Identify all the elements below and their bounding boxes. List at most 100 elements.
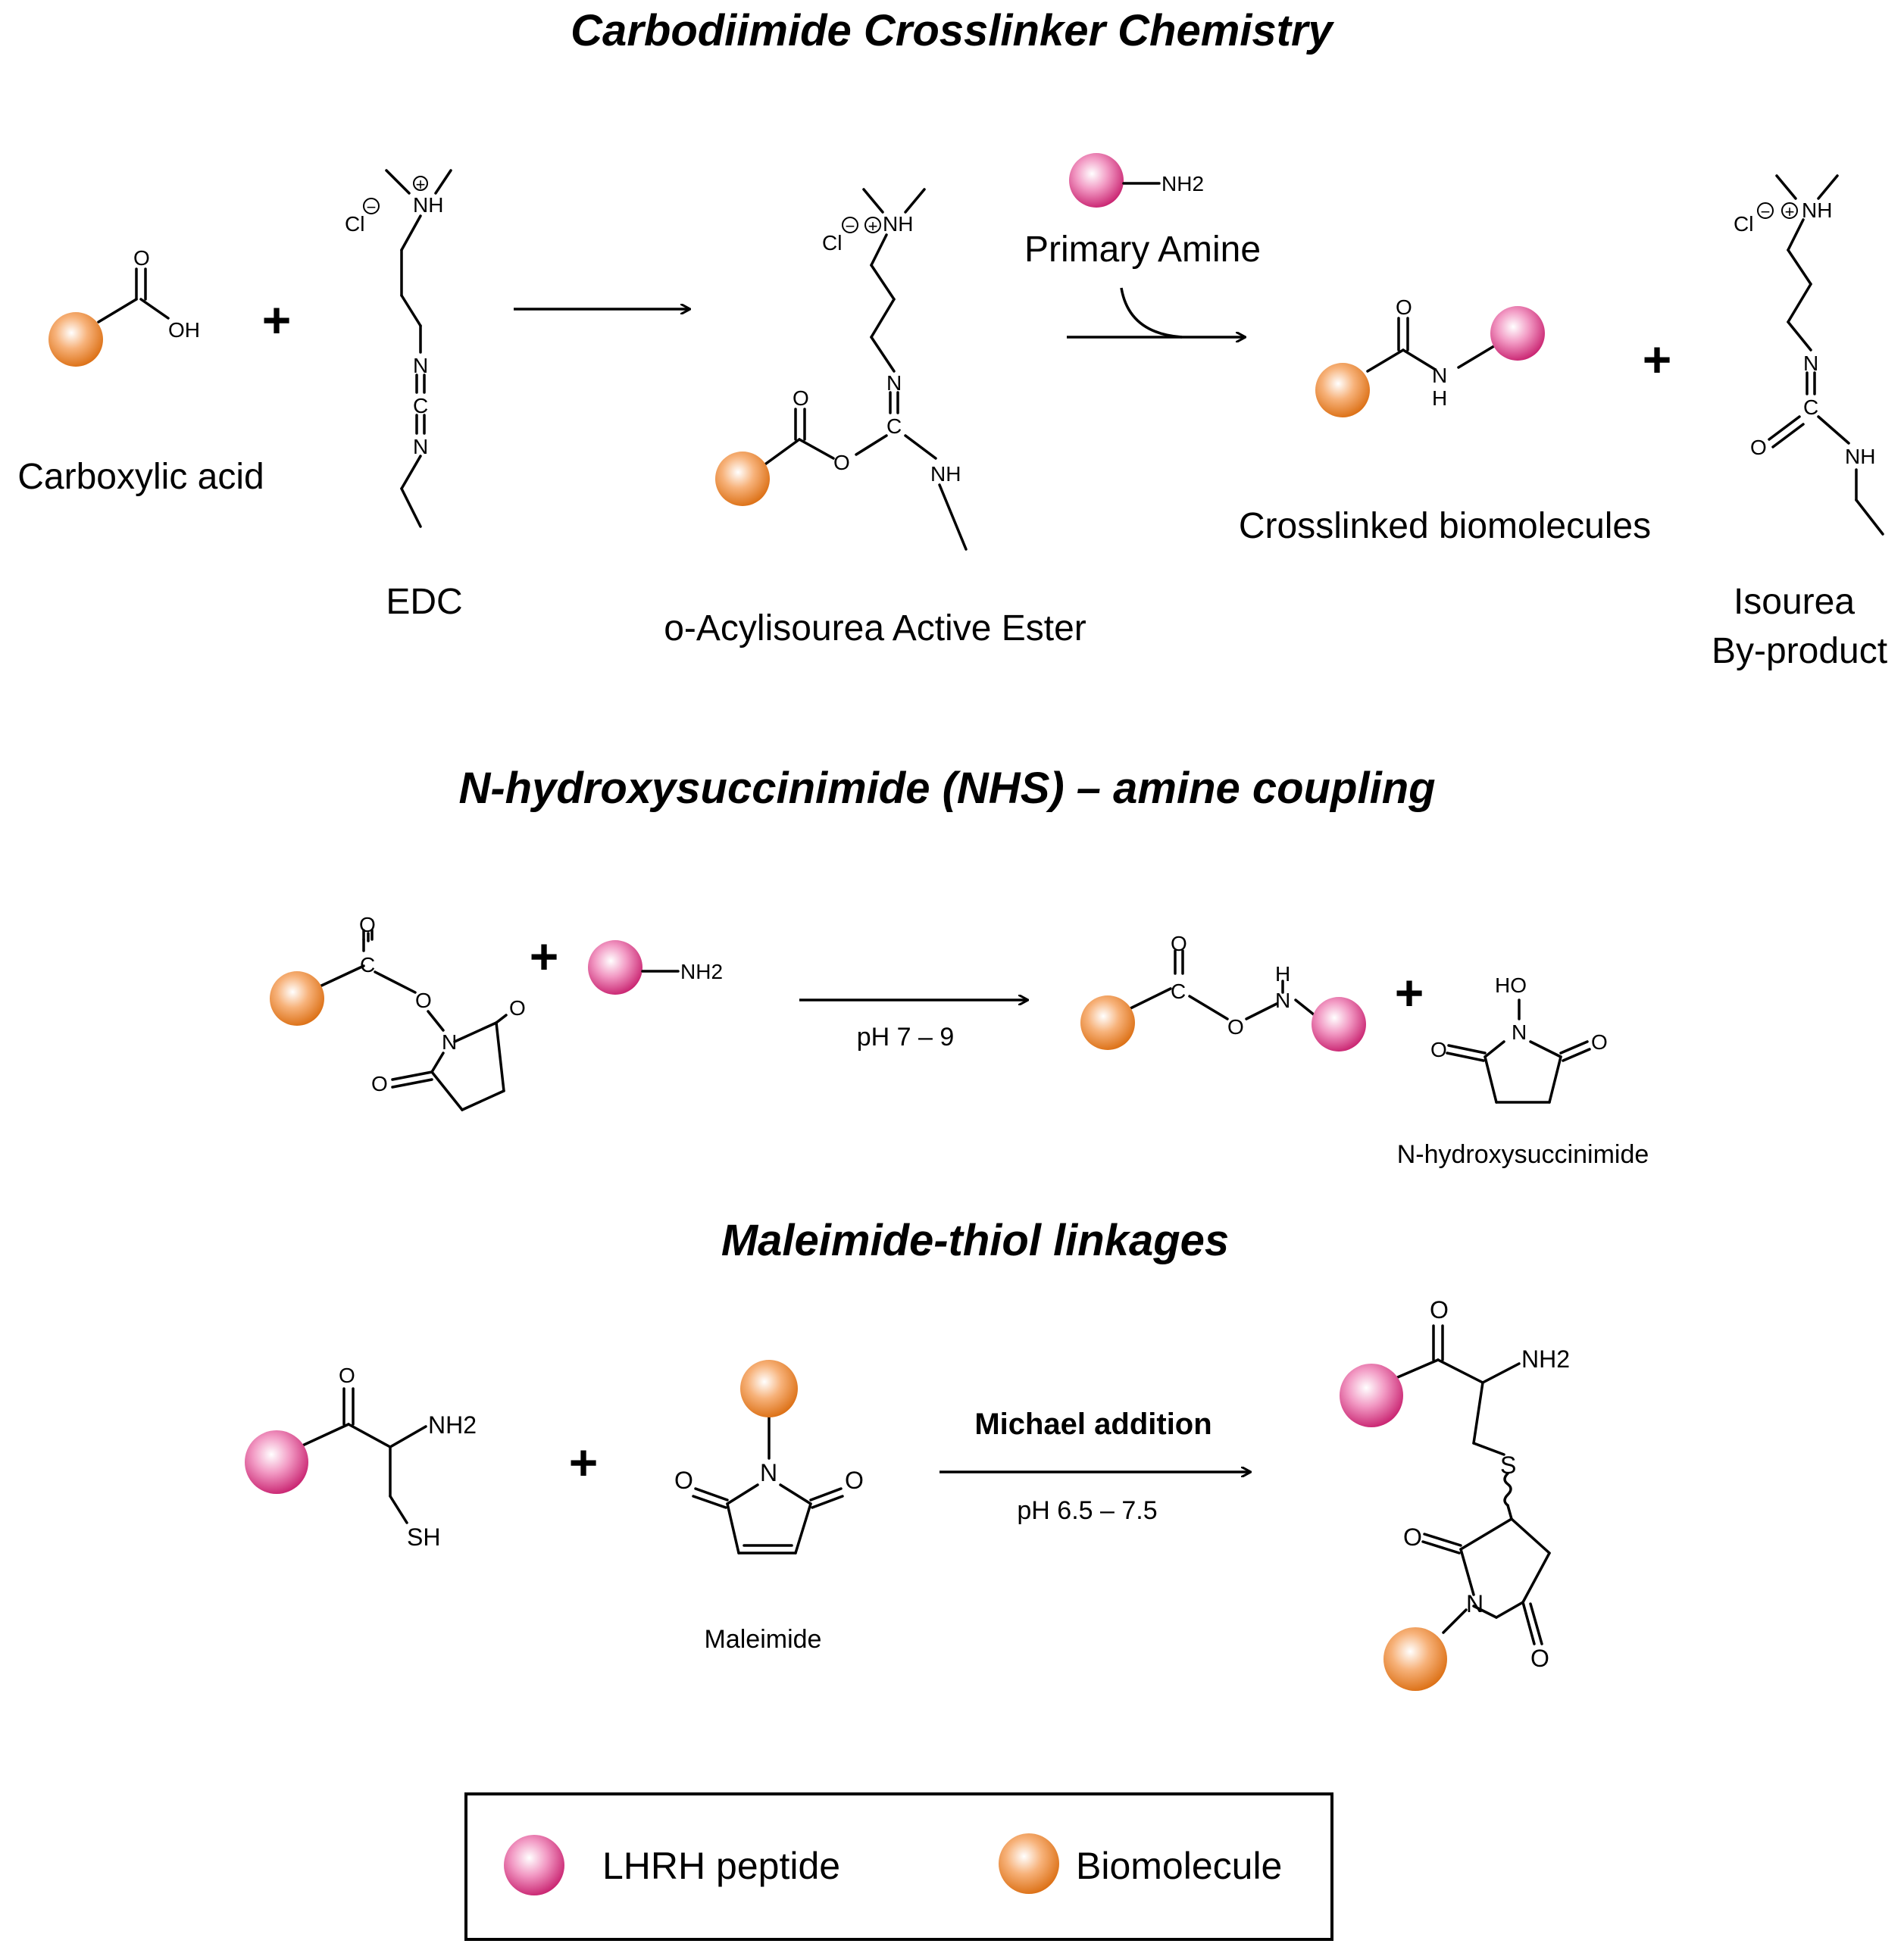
atom-nh: NH <box>930 462 961 486</box>
atom-minus-charge: − <box>846 217 855 236</box>
atom-h: H <box>1432 386 1447 410</box>
isourea-label-line1: Isourea <box>1734 582 1855 622</box>
atom-nh2: NH2 <box>680 960 723 983</box>
lhrh-sphere <box>1312 997 1366 1052</box>
plus-sign: + <box>530 928 559 984</box>
lhrh-sphere <box>1069 153 1124 208</box>
legend-lhrh-swatch <box>504 1835 564 1895</box>
nhs-product-structure: O C O N H <box>1080 932 1366 1052</box>
biomolecule-sphere <box>270 971 324 1026</box>
nhs-condition: pH 7 – 9 <box>857 1023 955 1052</box>
biomolecule-sphere <box>1315 363 1370 417</box>
atom-n: N <box>1432 364 1447 387</box>
atom-ho: HO <box>1495 973 1527 997</box>
legend-biomolecule-swatch <box>999 1833 1059 1894</box>
atom-h: H <box>1275 962 1290 986</box>
atom-o: O <box>1396 295 1412 319</box>
thioether-product-structure: O NH2 S O N O <box>1340 1296 1570 1691</box>
atom-nh: NH <box>883 212 913 236</box>
section-title-nhs: N-hydroxysuccinimide (NHS) – amine coupl… <box>458 764 1435 813</box>
carboxylic-acid-structure: O OH <box>48 246 200 367</box>
edc-label: EDC <box>386 582 462 622</box>
active-ester-label: o-Acylisourea Active Ester <box>664 608 1086 648</box>
atom-o: O <box>833 451 850 474</box>
plus-sign: + <box>1643 331 1672 387</box>
atom-n: N <box>413 354 428 377</box>
primary-amine-structure: NH2 <box>1069 153 1204 208</box>
atom-n: N <box>1275 989 1290 1012</box>
section-title-carbodiimide: Carbodiimide Crosslinker Chemistry <box>571 6 1334 55</box>
atom-cl: Cl <box>345 212 364 236</box>
atom-oh: OH <box>168 318 200 342</box>
atom-o: O <box>1227 1015 1244 1039</box>
cysteine-peptide-structure: O NH2 SH <box>245 1364 477 1551</box>
amine-structure: NH2 <box>588 940 723 995</box>
nhs-ester-structure: O C O N O O <box>270 913 526 1111</box>
atom-o: O <box>674 1467 693 1494</box>
legend-box <box>464 1792 1333 1941</box>
isourea-label-line2: By-product <box>1712 631 1887 671</box>
atom-n: N <box>886 371 902 395</box>
lhrh-sphere <box>1490 306 1545 361</box>
atom-o: O <box>1403 1523 1422 1551</box>
atom-n: N <box>442 1030 457 1054</box>
legend-lhrh-label: LHRH peptide <box>602 1845 840 1887</box>
atom-o: O <box>1430 1038 1447 1061</box>
atom-n: N <box>1803 352 1818 375</box>
maleimide-structure: N O O <box>674 1360 864 1555</box>
atom-c: C <box>886 414 902 438</box>
atom-o: O <box>509 996 526 1020</box>
plus-sign: + <box>262 292 292 348</box>
atom-cl: Cl <box>1734 212 1753 236</box>
o-acylisourea-structure: NH + − Cl N C NH O O <box>715 188 968 551</box>
atom-n: N <box>1466 1590 1483 1617</box>
atom-o: O <box>793 386 809 410</box>
legend-biomolecule-label: Biomolecule <box>1076 1845 1282 1887</box>
crosslinked-structure: O N H <box>1315 295 1545 417</box>
atom-o: O <box>371 1072 388 1095</box>
atom-o: O <box>415 989 432 1012</box>
maleimide-label: Maleimide <box>705 1625 822 1654</box>
biomolecule-sphere <box>1383 1627 1447 1691</box>
atom-o: O <box>359 913 376 936</box>
legend: LHRH peptide Biomolecule <box>464 1792 1333 1941</box>
nhs-product-label: N-hydroxysuccinimide <box>1397 1140 1649 1169</box>
atom-plus-charge: + <box>868 217 878 236</box>
lhrh-sphere <box>1340 1364 1403 1427</box>
atom-plus-charge: + <box>416 175 426 194</box>
atom-nh2: NH2 <box>428 1411 477 1439</box>
atom-n: N <box>413 435 428 458</box>
atom-nh2: NH2 <box>1161 172 1204 195</box>
atom-nh: NH <box>1845 445 1875 468</box>
atom-o: O <box>1530 1645 1549 1672</box>
plus-sign: + <box>569 1434 599 1490</box>
edc-structure: + NH Cl − N C N <box>345 169 452 528</box>
crosslinked-label: Crosslinked biomolecules <box>1239 506 1651 546</box>
atom-nh: NH <box>413 193 443 217</box>
biomolecule-sphere <box>1080 995 1135 1050</box>
biomolecule-sphere <box>48 312 103 367</box>
biomolecule-sphere <box>715 452 770 506</box>
n-hydroxysuccinimide-structure: HO N O O <box>1430 973 1608 1104</box>
atom-o: O <box>1591 1030 1608 1054</box>
atom-cl: Cl <box>822 231 842 255</box>
lhrh-sphere <box>588 940 642 995</box>
biomolecule-sphere <box>740 1360 798 1417</box>
atom-o: O <box>1430 1296 1449 1323</box>
atom-plus-charge: + <box>1785 202 1795 221</box>
amine-inlet-curve <box>1120 287 1183 339</box>
atom-minus-charge: − <box>367 198 377 217</box>
atom-nh: NH <box>1802 198 1832 222</box>
atom-n: N <box>760 1459 777 1486</box>
maleimide-condition: pH 6.5 – 7.5 <box>1017 1496 1157 1525</box>
lhrh-sphere <box>245 1430 308 1494</box>
plus-sign: + <box>1395 964 1424 1020</box>
atom-o: O <box>845 1467 864 1494</box>
atom-c: C <box>1171 980 1186 1003</box>
atom-o: O <box>339 1364 355 1387</box>
atom-c: C <box>1803 395 1818 419</box>
primary-amine-label: Primary Amine <box>1024 230 1261 270</box>
atom-s: S <box>1500 1452 1516 1479</box>
atom-nh2: NH2 <box>1521 1345 1570 1373</box>
